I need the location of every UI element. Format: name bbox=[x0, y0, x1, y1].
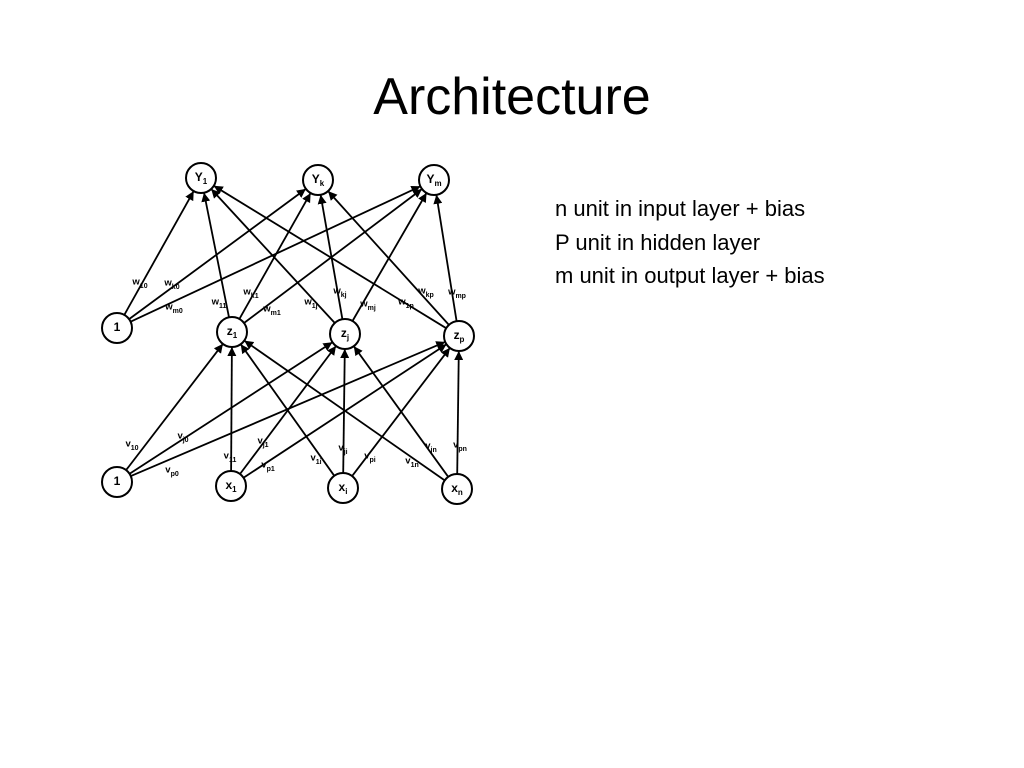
weight-label-v-jn: vjn bbox=[425, 441, 437, 454]
svg-text:w1j: w1j bbox=[303, 297, 317, 310]
weight-label-v-p0: vp0 bbox=[165, 465, 179, 478]
svg-text:w1p: w1p bbox=[397, 297, 414, 310]
svg-text:vpi: vpi bbox=[364, 451, 376, 464]
edge-input-1-to-hidden-0 bbox=[227, 346, 237, 472]
svg-text:wkj: wkj bbox=[332, 286, 346, 299]
weight-label-w-kp: wkp bbox=[417, 286, 434, 299]
svg-text:wmp: wmp bbox=[447, 287, 466, 300]
edge-input-3-to-hidden-0 bbox=[243, 339, 446, 482]
edge-hidden-2-to-output-0 bbox=[210, 188, 336, 324]
weight-label-v-j1: vj1 bbox=[257, 436, 268, 449]
input-node-2: xi bbox=[327, 472, 359, 504]
input-node-1: x1 bbox=[215, 470, 247, 502]
hidden-bias-node: 1 bbox=[101, 312, 133, 344]
weight-label-w-m0: wm0 bbox=[164, 302, 183, 315]
svg-text:vj0: vj0 bbox=[177, 431, 188, 444]
network-nodes: Y1 Yk Ym 1 z1 zj zp 1 x1 xi xn bbox=[101, 162, 475, 505]
output-node-2: Yk bbox=[302, 164, 334, 196]
svg-text:zp: zp bbox=[454, 328, 465, 344]
svg-text:v10: v10 bbox=[125, 439, 138, 452]
edge-input-3-to-hidden-2 bbox=[454, 350, 464, 475]
input-bias-node: 1 bbox=[101, 466, 133, 498]
svg-text:wm0: wm0 bbox=[164, 302, 183, 315]
weight-label-v-pi: vpi bbox=[364, 451, 376, 464]
weight-label-w-11: w11 bbox=[211, 297, 227, 310]
output-node-1: Y1 bbox=[185, 162, 217, 194]
weight-label-w-mp: wmp bbox=[447, 287, 466, 300]
weight-label-v-11: v11 bbox=[224, 451, 237, 464]
svg-text:vj1: vj1 bbox=[257, 436, 268, 449]
edge-input-0-to-hidden-0 bbox=[125, 343, 224, 471]
svg-text:vp0: vp0 bbox=[165, 465, 179, 478]
svg-text:v1i: v1i bbox=[310, 453, 321, 466]
svg-text:w11: w11 bbox=[211, 297, 227, 310]
weight-label-v-pn: vpn bbox=[453, 440, 467, 453]
output-node-3: Ym bbox=[418, 164, 450, 196]
edge-hidden-3-to-output-0 bbox=[213, 185, 447, 329]
edge-hidden-1-to-output-0 bbox=[201, 192, 230, 318]
weight-label-w-kj: wkj bbox=[332, 286, 346, 299]
svg-text:1: 1 bbox=[114, 320, 121, 334]
svg-text:wm1: wm1 bbox=[262, 304, 281, 317]
hidden-node-2: zj bbox=[329, 318, 361, 350]
svg-text:x1: x1 bbox=[225, 478, 237, 494]
svg-text:v11: v11 bbox=[224, 451, 237, 464]
note-input-layer: n unit in input layer + bias bbox=[555, 196, 806, 221]
svg-text:wkp: wkp bbox=[417, 286, 434, 299]
slide-title: Architecture bbox=[373, 68, 651, 126]
weight-label-v-1i: v1i bbox=[310, 453, 321, 466]
note-hidden-layer: P unit in hidden layer bbox=[555, 229, 761, 255]
edge-hidden-0-to-output-0 bbox=[123, 190, 195, 316]
weight-label-w-1j: w1j bbox=[303, 297, 317, 310]
edge-input-3-to-hidden-1 bbox=[353, 345, 449, 478]
svg-text:wk0: wk0 bbox=[163, 278, 179, 291]
svg-text:wmj: wmj bbox=[359, 299, 376, 312]
weight-label-w-m1: wm1 bbox=[262, 304, 281, 317]
weight-label-v-ji: vji bbox=[338, 443, 347, 456]
svg-text:xi: xi bbox=[339, 480, 348, 496]
svg-text:1: 1 bbox=[114, 474, 121, 488]
svg-text:xn: xn bbox=[451, 481, 463, 497]
edge-input-2-to-hidden-0 bbox=[239, 343, 336, 477]
input-node-3: xn bbox=[441, 473, 473, 505]
weight-label-w-mj: wmj bbox=[359, 299, 376, 312]
weight-label-v-j0: vj0 bbox=[177, 431, 188, 444]
connection-edges bbox=[123, 185, 464, 482]
edge-hidden-0-to-output-1 bbox=[128, 188, 307, 320]
svg-text:z1: z1 bbox=[227, 324, 238, 340]
edge-hidden-3-to-output-2 bbox=[433, 194, 458, 322]
hidden-node-1: z1 bbox=[216, 316, 248, 348]
svg-text:vji: vji bbox=[338, 443, 347, 456]
weight-label-v-10: v10 bbox=[125, 439, 138, 452]
edge-hidden-1-to-output-2 bbox=[243, 188, 423, 324]
architecture-notes: n unit in input layer + bias P unit in h… bbox=[555, 192, 825, 293]
edge-hidden-3-to-output-1 bbox=[327, 190, 450, 326]
svg-text:vpn: vpn bbox=[453, 440, 467, 453]
svg-text:zj: zj bbox=[341, 326, 349, 342]
note-output-layer: m unit in output layer + bias bbox=[555, 263, 825, 288]
edge-hidden-1-to-output-1 bbox=[238, 192, 312, 320]
weight-label-w-k0: wk0 bbox=[163, 278, 179, 291]
hidden-node-3: zp bbox=[443, 320, 475, 352]
svg-text:vjn: vjn bbox=[425, 441, 437, 454]
weight-label-w-1p: w1p bbox=[397, 297, 414, 310]
edge-hidden-2-to-output-2 bbox=[351, 192, 428, 322]
